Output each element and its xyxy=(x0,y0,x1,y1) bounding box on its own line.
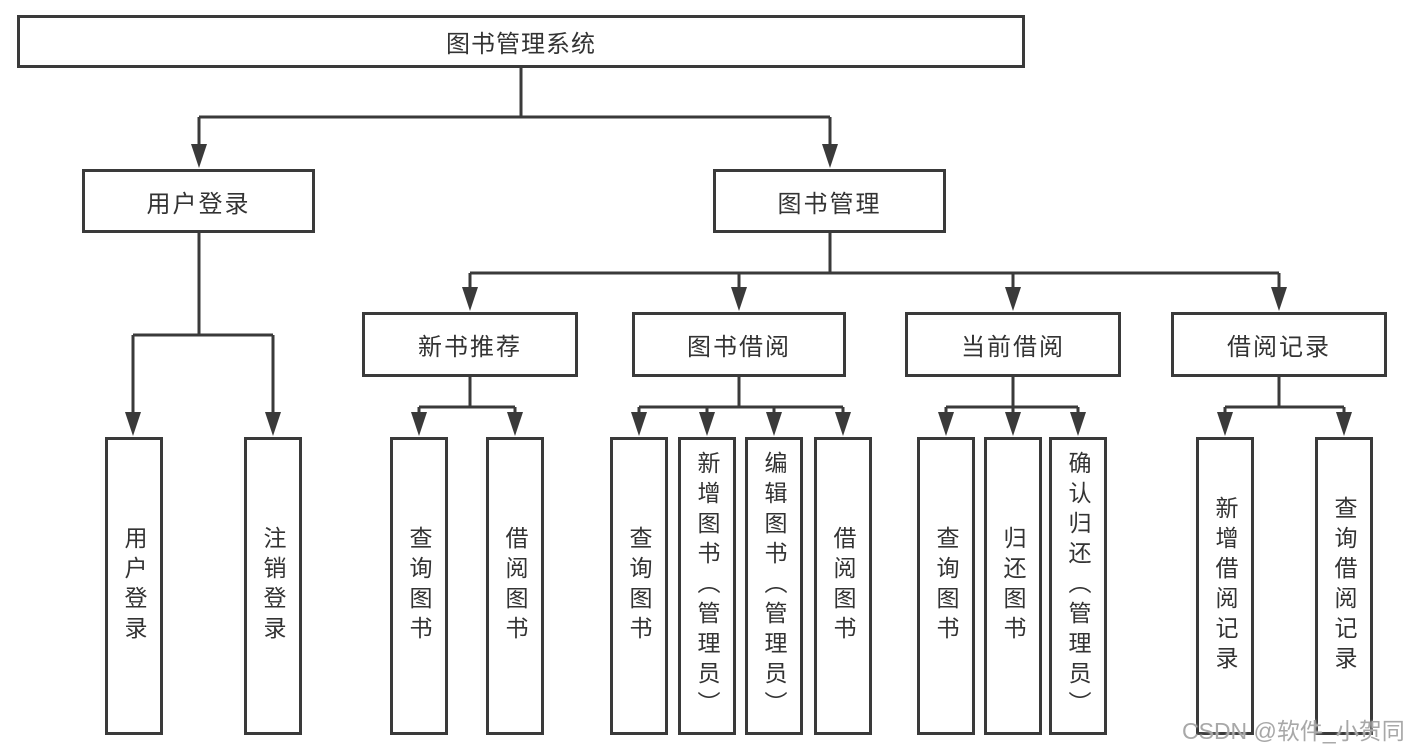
node-user-login: 用户登录 xyxy=(82,169,315,233)
node-new-book-recommend-label: 新书推荐 xyxy=(418,334,522,361)
connector-user-login-to-leaves xyxy=(125,233,281,436)
node-user-login-label: 用户登录 xyxy=(146,190,251,218)
watermark: CSDN @软件_小贺同学 xyxy=(1182,718,1405,744)
node-book-borrow: 图书借阅 xyxy=(632,312,846,377)
node-leaf-query-borrow-record: 查询借阅记录 xyxy=(1315,437,1373,735)
node-leaf-logout: 注销登录 xyxy=(244,437,302,735)
node-leaf-borrow-book: 借阅图书 xyxy=(814,437,872,735)
node-leaf-query-book-borrow: 查询图书 xyxy=(610,437,668,735)
node-leaf-user-login: 用户登录 xyxy=(105,437,163,735)
connector-book-management-to-level3 xyxy=(462,233,1287,311)
connector-borrow-records-to-leaves xyxy=(1217,377,1352,436)
connector-new-book-recommend-to-leaves xyxy=(411,377,523,436)
node-root-label: 图书管理系统 xyxy=(446,31,596,58)
node-borrow-records-label: 借阅记录 xyxy=(1227,334,1331,361)
node-current-borrow-label: 当前借阅 xyxy=(961,334,1065,361)
connector-root-to-level2 xyxy=(191,68,838,168)
node-book-borrow-label: 图书借阅 xyxy=(687,334,791,361)
node-leaf-query-book-recommend: 查询图书 xyxy=(390,437,448,735)
node-leaf-confirm-return-admin: 确认归还（管理员） xyxy=(1049,437,1107,735)
node-leaf-add-borrow-record: 新增借阅记录 xyxy=(1196,437,1254,735)
node-leaf-edit-book-admin: 编辑图书（管理员） xyxy=(745,437,803,735)
node-book-management: 图书管理 xyxy=(713,169,946,233)
node-book-management-label: 图书管理 xyxy=(777,190,882,218)
node-root: 图书管理系统 xyxy=(17,15,1025,68)
node-leaf-add-book-admin: 新增图书（管理员） xyxy=(678,437,736,735)
connector-current-borrow-to-leaves xyxy=(938,377,1086,436)
node-borrow-records: 借阅记录 xyxy=(1171,312,1387,377)
node-current-borrow: 当前借阅 xyxy=(905,312,1121,377)
connector-book-borrow-to-leaves xyxy=(631,377,851,436)
node-new-book-recommend: 新书推荐 xyxy=(362,312,578,377)
node-leaf-query-book-current: 查询图书 xyxy=(917,437,975,735)
node-leaf-return-book: 归还图书 xyxy=(984,437,1042,735)
node-leaf-borrow-book-recommend: 借阅图书 xyxy=(486,437,544,735)
